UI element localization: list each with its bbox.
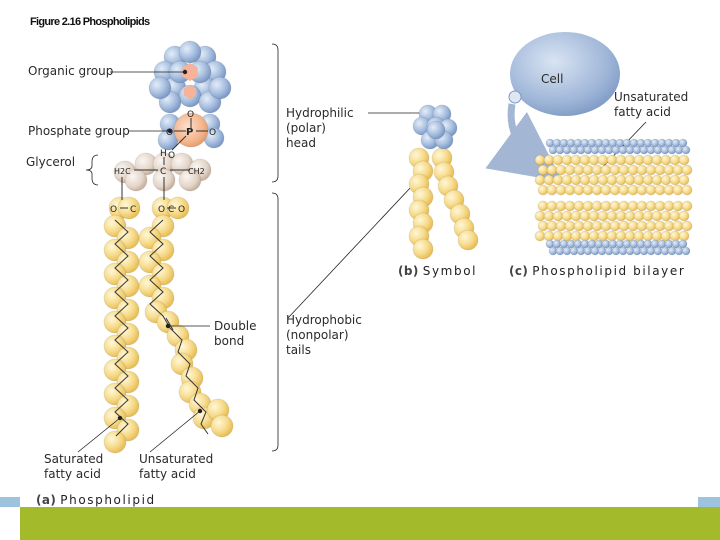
bilayer-tail-atom bbox=[681, 220, 693, 232]
organic-group-ring-atom bbox=[182, 63, 198, 81]
atom-o-right: O bbox=[209, 128, 216, 138]
double-bond-leader-dot bbox=[165, 323, 171, 329]
phospholipid-bilayer bbox=[485, 32, 693, 256]
atom-o-left2: O bbox=[110, 205, 117, 215]
phospholipid-symbol bbox=[408, 104, 479, 260]
atom-o-mid2: O bbox=[158, 205, 165, 215]
atom-c-mid: C bbox=[160, 167, 166, 177]
bilayer-tail-atom bbox=[681, 164, 693, 176]
saturated-carbon-zigzag bbox=[114, 219, 129, 437]
atom-h: H bbox=[160, 149, 167, 159]
unsaturated-tail-spheres bbox=[138, 196, 234, 438]
double-bond-label: Double bond bbox=[214, 319, 257, 348]
atom-p: P bbox=[186, 127, 193, 138]
symbol-tail-leader bbox=[287, 185, 413, 319]
hydrophobic-tails-label: Hydrophobic (nonpolar) tails bbox=[286, 313, 362, 357]
slide-edge-right bbox=[698, 497, 720, 507]
caption-b-text: Symbol bbox=[422, 264, 478, 278]
slide-edge-left bbox=[0, 497, 20, 507]
atom-o-top: O bbox=[187, 110, 194, 120]
atom-c-mid2: C bbox=[168, 205, 174, 215]
caption-a-text: Phospholipid bbox=[60, 493, 156, 507]
glycerol-atom bbox=[124, 168, 148, 192]
bilayer-tail-atom bbox=[681, 184, 693, 196]
saturated-leader-dot bbox=[117, 415, 123, 421]
zoom-circle bbox=[508, 90, 522, 104]
caption-b: (b)Symbol bbox=[398, 264, 477, 278]
phosphorus-atom bbox=[173, 112, 209, 148]
caption-c-letter: (c) bbox=[509, 264, 529, 278]
atom-o-right2: O bbox=[178, 205, 185, 215]
symbol-head-atom bbox=[426, 120, 446, 140]
unsaturated-fatty-acid-label-c: Unsaturated fatty acid bbox=[614, 90, 689, 119]
bilayer-head-atom bbox=[681, 145, 691, 155]
cell-shape bbox=[510, 32, 620, 116]
hydrophilic-bracket bbox=[271, 43, 279, 183]
cell-label: Cell bbox=[541, 72, 564, 86]
organic-group-atom bbox=[148, 76, 172, 100]
bilayer-tail-atom bbox=[678, 210, 690, 222]
unsaturated-leader-a bbox=[149, 410, 201, 453]
bilayer-tails bbox=[534, 154, 693, 242]
saturated-leader bbox=[77, 417, 121, 453]
organic-group-ring-atom bbox=[183, 85, 197, 99]
atom-o-bottom: O bbox=[168, 151, 175, 161]
organic-group-leader-dot bbox=[182, 69, 188, 75]
bilayer-tail-atom bbox=[678, 230, 690, 242]
double-bond-mark bbox=[165, 317, 174, 331]
unsaturated-tail-atom bbox=[210, 414, 234, 438]
symbol-tails bbox=[408, 147, 479, 260]
phospholipid-space-filling-model: O P O O O H C H2C CH2 O C O C O bbox=[103, 40, 234, 454]
phosphate-group-label: Phosphate group bbox=[28, 124, 130, 138]
glycerol-brace bbox=[85, 154, 99, 186]
figure-title: Figure 2.16 Phospholipids bbox=[30, 16, 150, 28]
bilayer-head-atom bbox=[678, 138, 688, 148]
organic-group-atom bbox=[208, 76, 232, 100]
organic-group-label: Organic group bbox=[28, 64, 114, 78]
bilayer-tail-atom bbox=[678, 154, 690, 166]
unsaturated-fatty-acid-label-a: Unsaturated fatty acid bbox=[139, 452, 214, 481]
saturated-tail-atom bbox=[117, 196, 141, 220]
bilayer-head-atom bbox=[678, 239, 688, 249]
caption-c-text: Phospholipid bilayer bbox=[532, 264, 686, 278]
phosphate-spheres bbox=[157, 112, 225, 151]
glycerol-atom bbox=[178, 168, 202, 192]
saturated-tail-atom bbox=[103, 430, 127, 454]
atom-c-right: CH2 bbox=[188, 167, 205, 176]
symbol-tail-atom bbox=[457, 229, 479, 251]
symbol-head bbox=[412, 104, 458, 150]
glycerol-label: Glycerol bbox=[26, 155, 76, 169]
zoom-arrow bbox=[485, 103, 563, 182]
phosphate-group-leader-dot bbox=[167, 128, 173, 134]
caption-c: (c)Phospholipid bilayer bbox=[509, 264, 685, 278]
atom-c-left2: C bbox=[130, 205, 136, 215]
bilayer-head-atom bbox=[681, 246, 691, 256]
organic-group-spheres bbox=[148, 40, 232, 114]
hydrophilic-head-label: Hydrophilic (polar) head bbox=[286, 106, 354, 150]
bilayer-tail-atom bbox=[678, 174, 690, 186]
caption-a-letter: (a) bbox=[36, 493, 57, 507]
bilayer-tail-atom bbox=[681, 200, 693, 212]
slide-footer-bar bbox=[20, 507, 720, 540]
atom-c-left: H2C bbox=[114, 167, 131, 176]
hydrophobic-bracket bbox=[271, 192, 279, 452]
saturated-tail-spheres bbox=[103, 196, 141, 454]
phosphate-bond-down bbox=[171, 135, 187, 151]
unsaturated-leader-a-dot bbox=[197, 408, 203, 414]
saturated-fatty-acid-label: Saturated fatty acid bbox=[44, 452, 104, 481]
symbol-tail-atom bbox=[412, 238, 434, 260]
caption-a: (a)Phospholipid bbox=[36, 493, 156, 507]
bilayer-heads bbox=[545, 138, 691, 256]
unsaturated-carbon-zigzag bbox=[149, 219, 209, 435]
organic-group-atom bbox=[178, 40, 202, 64]
caption-b-letter: (b) bbox=[398, 264, 419, 278]
